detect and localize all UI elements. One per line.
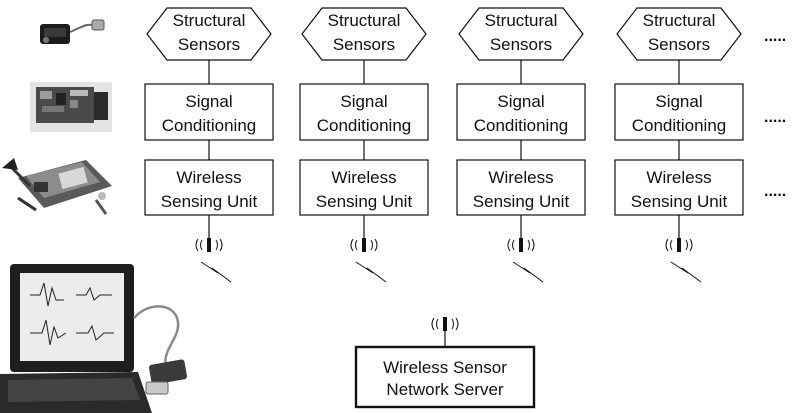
laptop-photo: [0, 264, 187, 413]
wireless-sensing-unit-label-line-2: Sensing Unit: [473, 192, 570, 211]
structural-sensors-label-line-2: Sensors: [490, 35, 552, 54]
structural-sensors-label-line-1: Structural: [485, 11, 558, 30]
wireless-sensing-unit-box: [299, 159, 429, 216]
wireless-sensing-unit-box: [614, 159, 744, 216]
structural-sensors-label-line-1: Structural: [173, 11, 246, 30]
wireless-link-bolt-icon: [355, 261, 387, 283]
server-antenna-icon: [431, 317, 459, 347]
sensing-node-column-3: StructuralSensorsSignalConditioningWirel…: [456, 7, 586, 283]
signal-conditioning-box: [456, 83, 586, 141]
sensing-node-column-2: StructuralSensorsSignalConditioningWirel…: [299, 7, 429, 283]
continuation-dots-sensing-unit: .....: [764, 183, 786, 200]
wireless-sensor-network-server: [354, 345, 536, 409]
signal-conditioning-label-line-1: Signal: [655, 92, 702, 111]
structural-sensors-hexagon: [616, 7, 742, 61]
wireless-link-bolt-icon: [200, 261, 232, 283]
antenna-icon: [350, 238, 378, 252]
sensing-node-column-4: StructuralSensorsSignalConditioningWirel…: [614, 7, 744, 283]
signal-conditioning-box: [144, 83, 274, 141]
signal-conditioning-label-line-2: Conditioning: [474, 116, 569, 135]
sensing-node-columns: StructuralSensorsSignalConditioningWirel…: [144, 7, 744, 283]
server-label-line-2: Network Server: [386, 380, 503, 399]
wireless-sensing-unit-label-line-1: Wireless: [331, 168, 396, 187]
antenna-icon: [195, 238, 223, 252]
wireless-sensing-unit-label-line-1: Wireless: [646, 168, 711, 187]
signal-conditioning-label-line-1: Signal: [185, 92, 232, 111]
structural-sensors-hexagon: [458, 7, 584, 61]
wireless-link-bolt-icon: [670, 261, 702, 283]
antenna-icon: [665, 238, 693, 252]
structural-sensors-label-line-1: Structural: [643, 11, 716, 30]
wireless-sensing-unit-label-line-2: Sensing Unit: [631, 192, 728, 211]
structural-sensors-label-line-1: Structural: [328, 11, 401, 30]
wireless-sensing-unit-box: [144, 159, 274, 216]
sensing-node-column-1: StructuralSensorsSignalConditioningWirel…: [144, 7, 274, 283]
wireless-sensing-unit-label-line-2: Sensing Unit: [316, 192, 413, 211]
signal-conditioning-photo: [30, 82, 112, 132]
wireless-sensing-unit-label-line-2: Sensing Unit: [161, 192, 258, 211]
signal-conditioning-label-line-1: Signal: [340, 92, 387, 111]
server-label-line-1: Wireless Sensor: [383, 358, 507, 377]
server-node: Wireless Sensor Network Server: [354, 317, 536, 409]
signal-conditioning-label-line-2: Conditioning: [317, 116, 412, 135]
sensing-unit-photo: [2, 158, 112, 215]
structural-sensors-label-line-2: Sensors: [178, 35, 240, 54]
structural-sensors-label-line-2: Sensors: [648, 35, 710, 54]
continuation-dots-conditioning: .....: [764, 109, 786, 126]
structural-sensors-hexagon: [146, 7, 272, 61]
structural-sensors-hexagon: [301, 7, 427, 61]
structural-sensors-label-line-2: Sensors: [333, 35, 395, 54]
signal-conditioning-box: [299, 83, 429, 141]
continuation-dots-sensors: .....: [764, 28, 786, 45]
sensor-photo: [40, 19, 105, 44]
signal-conditioning-box: [614, 83, 744, 141]
wireless-sensing-unit-label-line-1: Wireless: [488, 168, 553, 187]
signal-conditioning-label-line-2: Conditioning: [162, 116, 257, 135]
wireless-sensing-unit-label-line-1: Wireless: [176, 168, 241, 187]
antenna-icon: [507, 238, 535, 252]
wireless-sensing-unit-box: [456, 159, 586, 216]
signal-conditioning-label-line-1: Signal: [497, 92, 544, 111]
wireless-link-bolt-icon: [512, 261, 544, 283]
signal-conditioning-label-line-2: Conditioning: [632, 116, 727, 135]
